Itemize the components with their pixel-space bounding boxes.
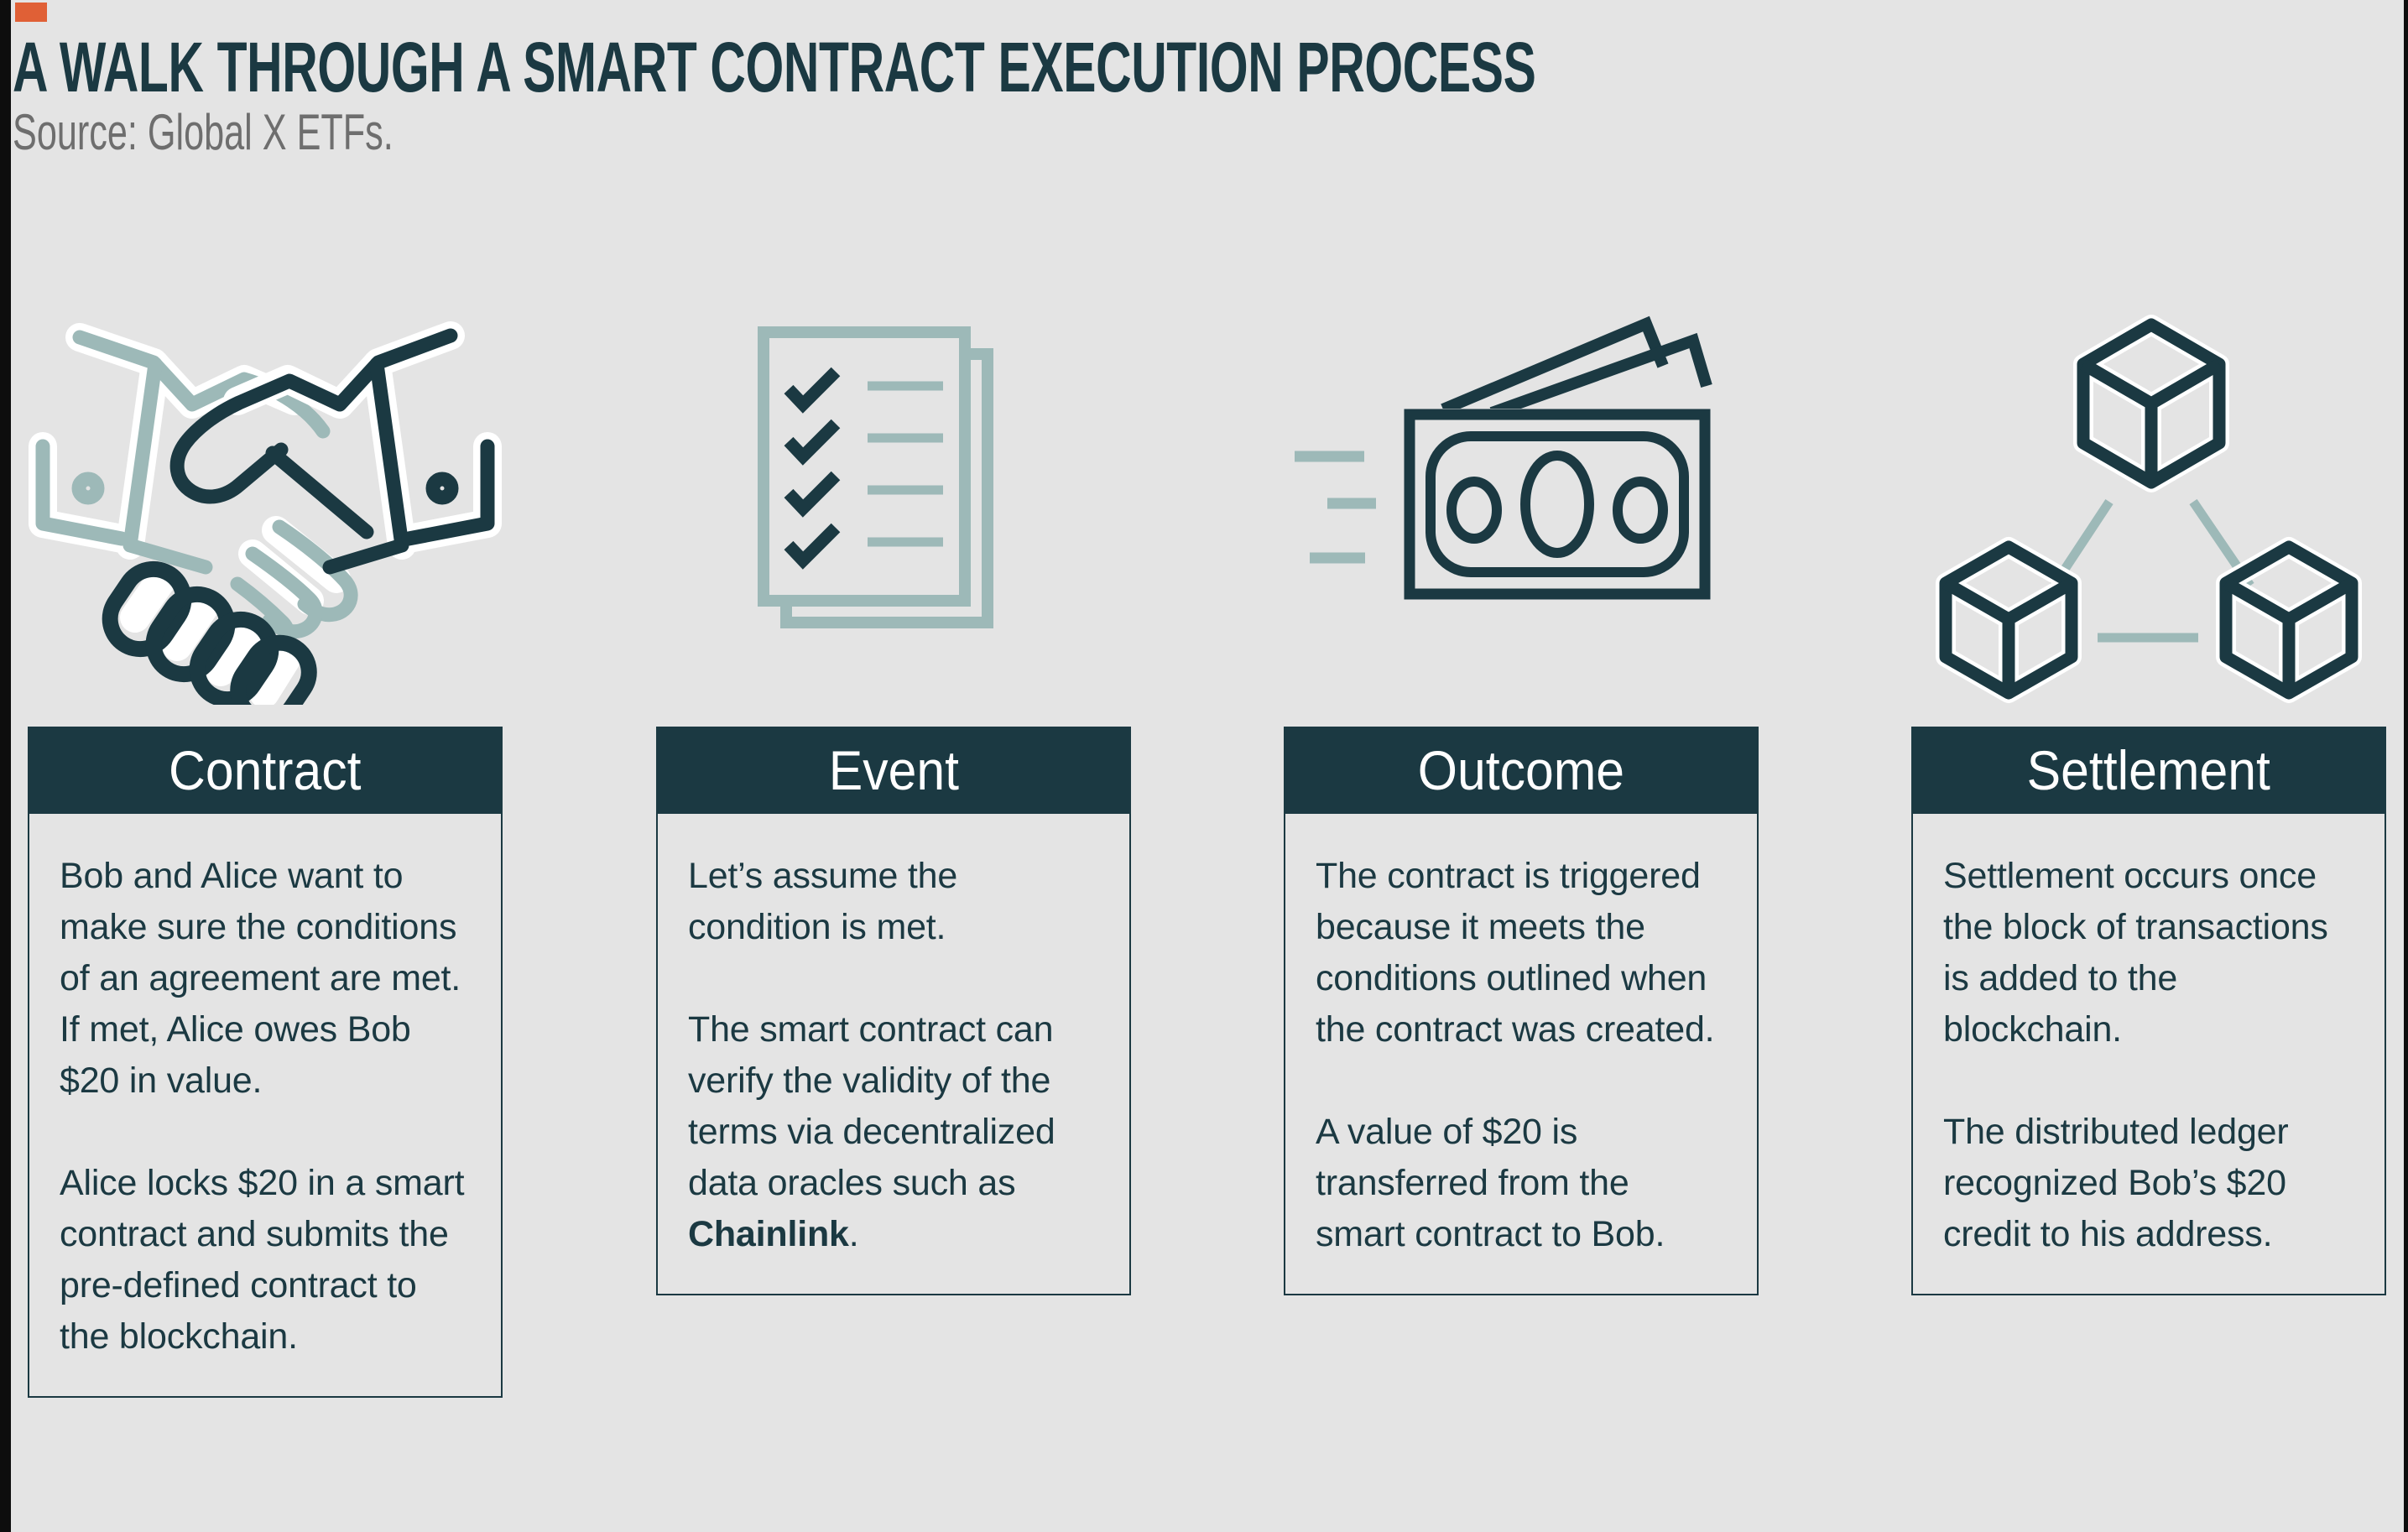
- source-attribution: Source: Global X ETFs.: [13, 104, 394, 160]
- card-body-outcome: The contract is triggered because it mee…: [1284, 814, 1759, 1295]
- step-card-outcome: Outcome The contract is triggered becaus…: [1284, 727, 1759, 1295]
- step-column-event: Event Let’s assume the condition is met.…: [656, 302, 1131, 1295]
- step-card-contract: Contract Bob and Alice want to make sure…: [28, 727, 503, 1398]
- step-column-settlement: Settlement Settlement occurs once the bl…: [1911, 302, 2386, 1295]
- card-body-settlement: Settlement occurs once the block of tran…: [1911, 814, 2386, 1295]
- card-header-settlement: Settlement: [1911, 727, 2386, 814]
- card-paragraph: A value of $20 is transferred from the s…: [1316, 1112, 1665, 1254]
- step-column-outcome: Outcome The contract is triggered becaus…: [1284, 302, 1759, 1295]
- orange-accent-bar: [15, 3, 47, 22]
- blockchain-cubes-icon: [1911, 302, 2386, 705]
- checklist-document-icon: [656, 302, 1131, 705]
- card-header-event: Event: [656, 727, 1131, 814]
- card-body-event: Let’s assume the condition is met. The s…: [656, 814, 1131, 1295]
- card-paragraph: The contract is triggered because it mee…: [1316, 856, 1715, 1050]
- card-title-settlement: Settlement: [2026, 739, 2271, 801]
- step-card-settlement: Settlement Settlement occurs once the bl…: [1911, 727, 2386, 1295]
- card-header-outcome: Outcome: [1284, 727, 1759, 814]
- step-card-event: Event Let’s assume the condition is met.…: [656, 727, 1131, 1295]
- card-paragraph: The smart contract can verify the validi…: [688, 1009, 1055, 1254]
- card-title-outcome: Outcome: [1417, 739, 1625, 801]
- infographic-canvas: A WALK THROUGH A SMART CONTRACT EXECUTIO…: [11, 0, 2404, 1532]
- card-paragraph: Let’s assume the condition is met.: [688, 856, 958, 947]
- page-title: A WALK THROUGH A SMART CONTRACT EXECUTIO…: [13, 28, 1536, 107]
- card-body-contract: Bob and Alice want to make sure the cond…: [28, 814, 503, 1398]
- handshake-icon: [28, 302, 503, 705]
- card-paragraph: Bob and Alice want to make sure the cond…: [60, 856, 461, 1101]
- card-title-event: Event: [828, 739, 959, 801]
- step-column-contract: Contract Bob and Alice want to make sure…: [28, 302, 503, 1398]
- card-paragraph: Alice locks $20 in a smart contract and …: [60, 1163, 465, 1357]
- card-title-contract: Contract: [169, 739, 362, 801]
- card-header-contract: Contract: [28, 727, 503, 814]
- card-paragraph: The distributed ledger recognized Bob’s …: [1943, 1112, 2289, 1254]
- card-paragraph: Settlement occurs once the block of tran…: [1943, 856, 2328, 1050]
- banknote-icon: [1284, 302, 1759, 705]
